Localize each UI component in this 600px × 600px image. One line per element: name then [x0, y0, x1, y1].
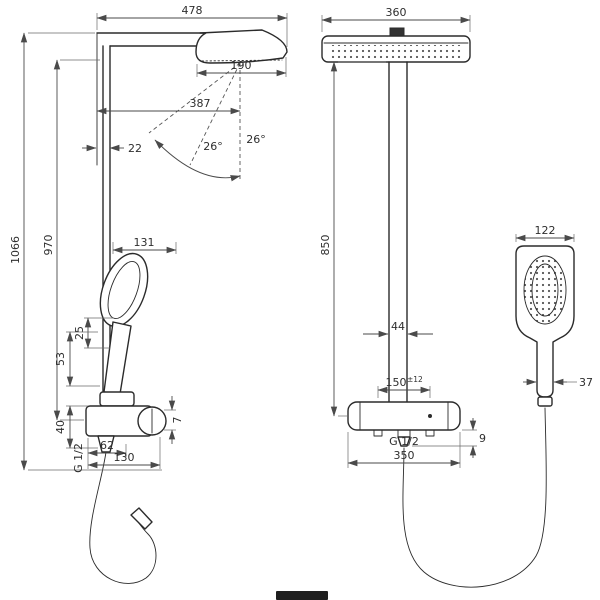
dim-bracket-7: 7 — [171, 417, 184, 424]
shower-hose-front — [402, 407, 547, 588]
hand-shower-front — [515, 245, 575, 407]
dim-handshower-depth: 37 — [579, 376, 593, 389]
front-view-dimensions: 360 850 44 150 ±12 G 1/2 350 — [319, 6, 593, 468]
hose-outlet-cone — [397, 436, 411, 447]
dim-handshower-reach: 131 — [134, 236, 155, 249]
dim-valve-40: 40 — [54, 420, 67, 434]
dim-pipe-height: 970 — [42, 235, 55, 256]
dim-holder-25: 25 — [73, 326, 86, 340]
dim-holder-53: 53 — [54, 352, 67, 366]
valve-button — [428, 414, 432, 418]
dim-outlet-9: 9 — [479, 432, 486, 445]
dim-overall-width: 478 — [182, 4, 203, 17]
overhead-shower-front — [321, 27, 471, 63]
dim-overall-height: 1066 — [9, 236, 22, 264]
shower-hose-side — [89, 451, 157, 584]
handshower-hose-fitting — [537, 396, 553, 407]
dim-head-width: 360 — [386, 6, 407, 19]
spray-angle-left: 26° — [203, 140, 223, 153]
dim-valve-width: 350 — [394, 449, 415, 462]
shower-arm — [96, 32, 207, 47]
dim-connection-spacing: 150 — [386, 376, 407, 389]
dim-pipe-height-front: 850 — [319, 235, 332, 256]
overhead-shower-side — [195, 29, 288, 64]
hose-cone-fitting — [130, 507, 153, 530]
shower-pipe-front — [388, 61, 408, 403]
supply-nipple-left — [373, 429, 383, 437]
dim-outlet-62: 62 — [100, 439, 114, 452]
dim-connection-tolerance: ±12 — [407, 375, 423, 384]
handshower-face-dots — [524, 256, 566, 324]
hand-shower-holder — [99, 391, 135, 407]
spray-cone — [148, 62, 241, 182]
thermostat-valve-front — [347, 401, 461, 447]
front-view: 360 850 44 150 ±12 G 1/2 350 — [319, 6, 593, 588]
hansgrohe-logo-bar — [276, 591, 328, 600]
thread-label-side: G 1/2 — [72, 443, 85, 473]
dim-head-depth: 190 — [231, 59, 252, 72]
dim-spray-reach: 387 — [190, 97, 211, 110]
hand-shower-side — [99, 252, 149, 395]
spray-angle-right: 26° — [246, 133, 266, 146]
side-view-dimensions: 478 190 387 22 26° 26° 131 — [9, 4, 288, 473]
side-view: 478 190 387 22 26° 26° 131 — [9, 4, 288, 584]
dim-wall-clearance: 22 — [128, 142, 142, 155]
thread-label-front: G 1/2 — [389, 435, 419, 448]
spray-face-dots — [329, 45, 463, 58]
dim-pipe-width: 44 — [391, 320, 405, 333]
dim-valve-130: 130 — [114, 451, 135, 464]
dim-handshower-width: 122 — [535, 224, 556, 237]
supply-nipple-right — [425, 429, 435, 437]
thermostat-valve-side — [85, 405, 167, 453]
